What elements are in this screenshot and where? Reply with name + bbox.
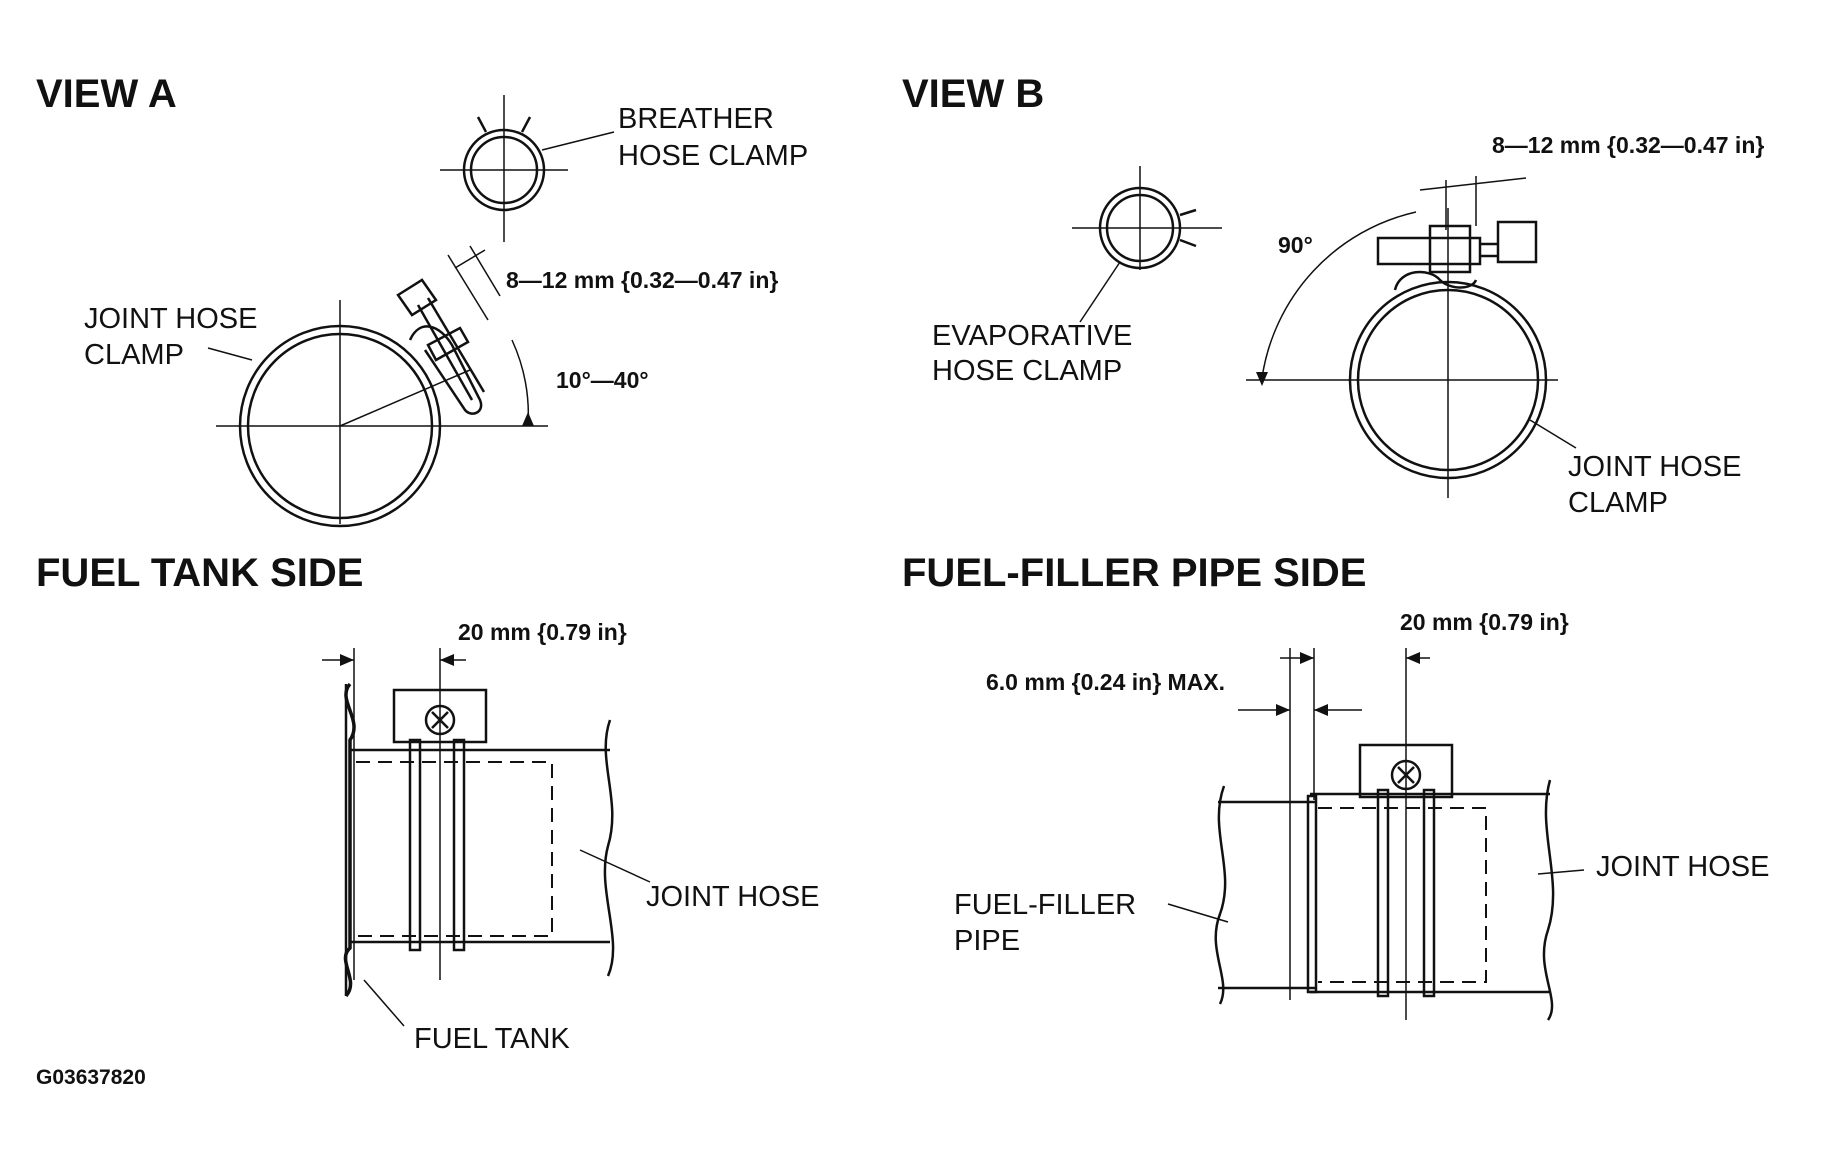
- fuel-tank-label: FUEL TANK: [414, 1023, 570, 1055]
- evap-label-line1: EVAPORATIVE: [932, 320, 1132, 352]
- joint-clamp-a-label-line2: CLAMP: [84, 339, 184, 371]
- fuel-filler-pipe-side: FUEL-FILLER PIPE SIDE 20 mm {0.79 in} 6.…: [902, 551, 1585, 1021]
- view-a-dimension: 8—12 mm {0.32—0.47 in}: [506, 267, 778, 293]
- fuel-tank-side-dimension: 20 mm {0.79 in}: [458, 619, 627, 645]
- fuel-tank-side: FUEL TANK SIDE 20 mm {0.79 in}: [36, 551, 651, 1027]
- view-a-title: VIEW A: [36, 72, 177, 116]
- filler-side-max-dimension: 6.0 mm {0.24 in} MAX.: [986, 669, 1225, 695]
- breather-hose-clamp: [440, 95, 615, 242]
- fuel-filler-pipe-label-line2: PIPE: [954, 925, 1020, 957]
- filler-side-dimension: 20 mm {0.79 in}: [1400, 609, 1569, 635]
- figure-code: G03637820: [36, 1066, 146, 1089]
- view-a: VIEW A BREATHER HOSE CLAMP: [36, 72, 808, 528]
- view-a-angle: 10°—40°: [556, 367, 649, 393]
- joint-hose-clamp-b: [1246, 176, 1577, 498]
- joint-hose-clamp-a: [207, 245, 548, 528]
- fuel-filler-pipe-label-line1: FUEL-FILLER: [954, 889, 1136, 921]
- view-b-angle: 90°: [1278, 232, 1313, 258]
- view-b-dimension: 8—12 mm {0.32—0.47 in}: [1492, 132, 1764, 158]
- fuel-tank-side-joint-hose-label: JOINT HOSE: [646, 881, 820, 913]
- evaporative-hose-clamp: [1072, 166, 1222, 323]
- filler-side-title: FUEL-FILLER PIPE SIDE: [902, 551, 1366, 595]
- view-b: VIEW B EVAPORATIVE HOSE CLAMP: [902, 72, 1764, 519]
- joint-clamp-a-label-line1: JOINT HOSE: [84, 303, 258, 335]
- joint-clamp-b-label-line2: CLAMP: [1568, 487, 1668, 519]
- view-b-title: VIEW B: [902, 72, 1044, 116]
- breather-label-line2: HOSE CLAMP: [618, 140, 808, 172]
- breather-label-line1: BREATHER: [618, 103, 774, 135]
- evap-label-line2: HOSE CLAMP: [932, 355, 1122, 387]
- fuel-tank-side-title: FUEL TANK SIDE: [36, 551, 363, 595]
- filler-side-joint-hose-label: JOINT HOSE: [1596, 851, 1770, 883]
- joint-clamp-b-label-line1: JOINT HOSE: [1568, 451, 1742, 483]
